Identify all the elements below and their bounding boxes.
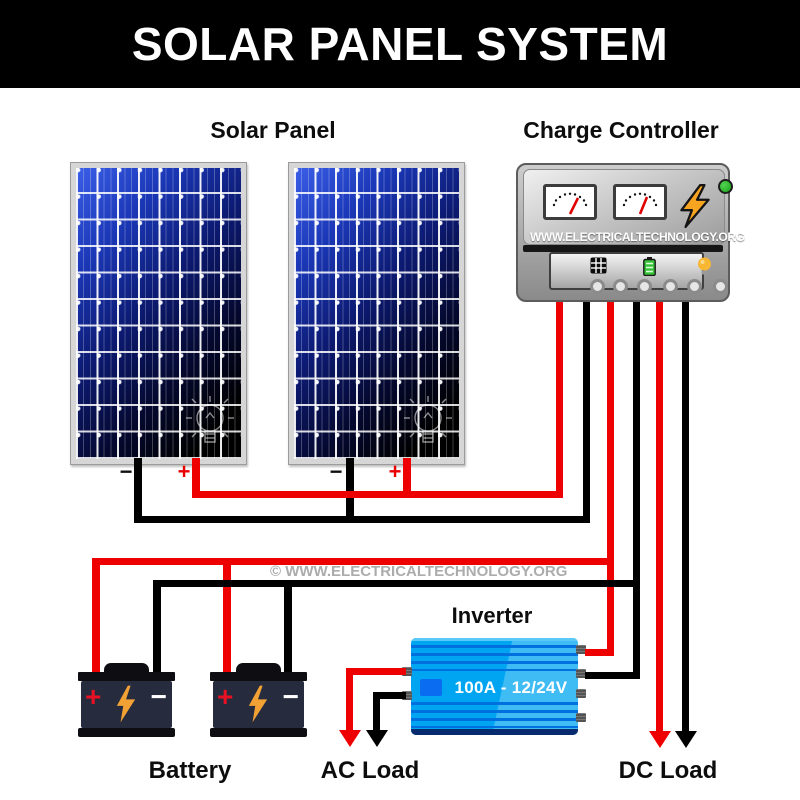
wire-controller-pv-positive xyxy=(556,281,563,498)
terminal-load-positive xyxy=(687,279,702,294)
title-banner: SOLAR PANEL SYSTEM xyxy=(0,0,800,88)
inverter-fins-bottom xyxy=(411,702,578,728)
inverter-dc-terminal-3 xyxy=(576,689,586,698)
controller-divider xyxy=(523,245,723,252)
battery-bottom-bar xyxy=(210,728,307,737)
terminal-block xyxy=(549,252,728,294)
wire-battery-negative-bus xyxy=(153,580,640,587)
battery-plus-label: + xyxy=(217,681,234,712)
panel2-positive-label: + xyxy=(388,459,402,484)
inverter-dc-terminal-2 xyxy=(576,669,586,678)
wire-controller-dc-positive xyxy=(656,281,663,733)
battery-plus-label: + xyxy=(85,681,102,712)
terminal-pv-negative xyxy=(613,279,628,294)
wire-ac-positive-h xyxy=(346,668,406,675)
inverter-switch xyxy=(420,679,442,696)
terminal-battery-negative xyxy=(663,279,678,294)
wire-battery1-positive-drop xyxy=(92,558,100,672)
battery-minus-label: − xyxy=(150,681,167,712)
panel1-positive-label: + xyxy=(177,459,191,484)
inverter-ac-negative-terminal xyxy=(402,691,412,700)
wire-ac-negative-v xyxy=(373,692,380,732)
inverter-edge-highlight xyxy=(411,638,578,641)
terminal-pv-positive xyxy=(590,279,605,294)
battery-minus-label: − xyxy=(282,681,299,712)
lightning-bolt-icon xyxy=(680,183,710,229)
bulb-icon xyxy=(698,257,711,275)
inverter-base xyxy=(411,729,578,735)
wire-controller-dc-negative xyxy=(682,281,689,733)
battery-bottom-bar xyxy=(78,728,175,737)
wire-ac-positive-v xyxy=(346,668,353,732)
inverter-unit: 100A - 12/24V xyxy=(411,638,578,735)
inverter-dc-terminal-4 xyxy=(576,713,586,722)
wire-battery2-positive-drop xyxy=(223,558,231,672)
wire-controller-batt-negative xyxy=(633,281,640,679)
lightning-bolt-icon xyxy=(248,685,268,723)
ac-load-label: AC Load xyxy=(320,757,420,784)
analog-meter-icon xyxy=(613,184,667,220)
battery-2: + − xyxy=(210,663,307,737)
panel2-negative-label: − xyxy=(329,459,343,484)
wire-battery2-negative-drop xyxy=(284,580,292,672)
status-led xyxy=(718,179,733,194)
page-title: SOLAR PANEL SYSTEM xyxy=(131,18,669,70)
dc-load-label: DC Load xyxy=(618,757,718,784)
dc-positive-arrow xyxy=(648,731,671,748)
battery-top-bar xyxy=(78,672,175,681)
solar-panel-heading: Solar Panel xyxy=(210,117,336,143)
solar-panel-2-cells xyxy=(294,168,459,459)
battery-top-bar xyxy=(210,672,307,681)
panel1-negative-label: − xyxy=(119,459,133,484)
solar-panel-2 xyxy=(288,162,465,465)
charge-controller-unit: WWW.ELECTRICALTECHNOLOGY.ORG xyxy=(516,163,745,302)
terminal-battery-positive xyxy=(637,279,652,294)
watermark-text: © WWW.ELECTRICALTECHNOLOGY.ORG xyxy=(270,563,568,580)
brand-url: WWW.ELECTRICALTECHNOLOGY.ORG xyxy=(530,230,745,244)
inverter-rating: 100A - 12/24V xyxy=(454,678,568,697)
ac-positive-arrow xyxy=(338,730,361,747)
solar-panel-1 xyxy=(70,162,247,465)
wire-controller-pv-negative xyxy=(583,281,590,523)
inverter-label: Inverter xyxy=(451,603,533,628)
bulb-watermark-icon xyxy=(404,396,452,443)
solar-panel-icon xyxy=(590,257,607,274)
inverter-dc-terminal-1 xyxy=(576,645,586,654)
ac-negative-arrow xyxy=(365,730,388,747)
battery-1: + − xyxy=(78,663,175,737)
bulb-watermark-icon xyxy=(186,396,234,443)
wire-controller-batt-positive xyxy=(607,281,614,656)
battery-label: Battery xyxy=(148,757,232,784)
inverter-ac-positive-terminal xyxy=(402,667,412,676)
wire-inverter-positive xyxy=(585,649,614,656)
wire-battery1-negative-drop xyxy=(153,580,161,672)
lightning-bolt-icon xyxy=(116,685,136,723)
wire-pv-positive-bus xyxy=(192,491,563,498)
controller-face-panel: WWW.ELECTRICALTECHNOLOGY.ORG xyxy=(523,169,745,245)
dc-negative-arrow xyxy=(674,731,697,748)
solar-panel-1-cells xyxy=(76,168,241,459)
wire-pv-negative-bus xyxy=(134,516,590,523)
battery-icon xyxy=(643,257,656,276)
analog-meter-icon xyxy=(543,184,597,220)
inverter-fins-top xyxy=(411,645,578,671)
charge-controller-heading: Charge Controller xyxy=(523,117,719,143)
terminal-load-negative xyxy=(713,279,728,294)
wire-inverter-negative xyxy=(585,672,640,679)
